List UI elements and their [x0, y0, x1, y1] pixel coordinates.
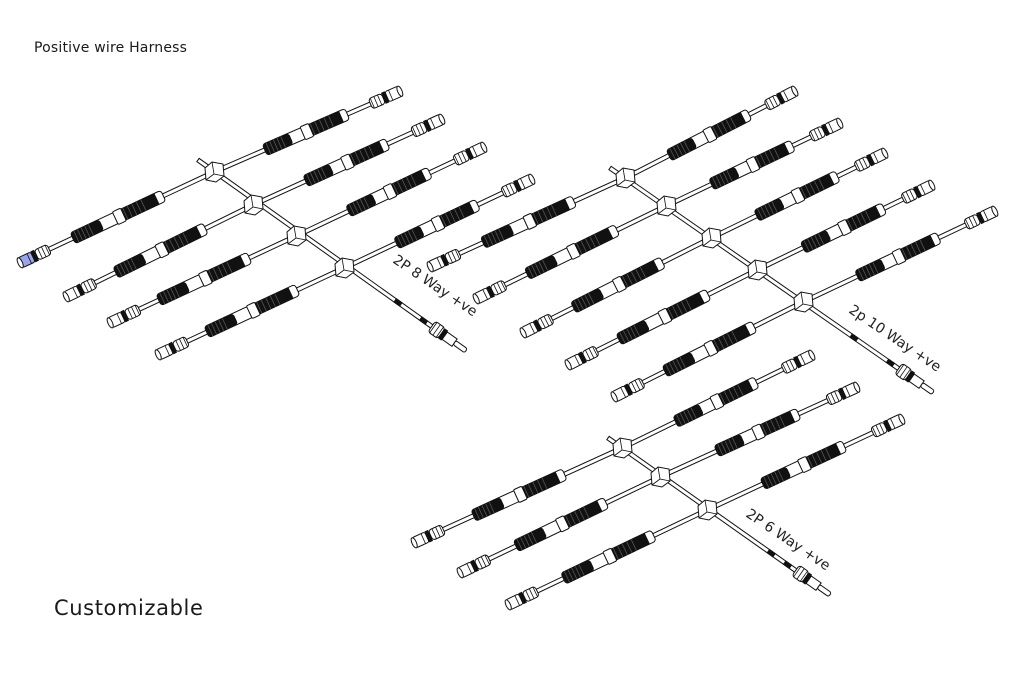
customizable-caption: Customizable [54, 596, 204, 620]
harness-10-way: 2p 10 Way +ve [426, 85, 999, 403]
page-title: Positive wire Harness [34, 40, 188, 56]
harness-8-way: 2P 8 Way +ve [16, 85, 536, 361]
harness-6-way: 2P 6 Way +ve [410, 349, 906, 611]
